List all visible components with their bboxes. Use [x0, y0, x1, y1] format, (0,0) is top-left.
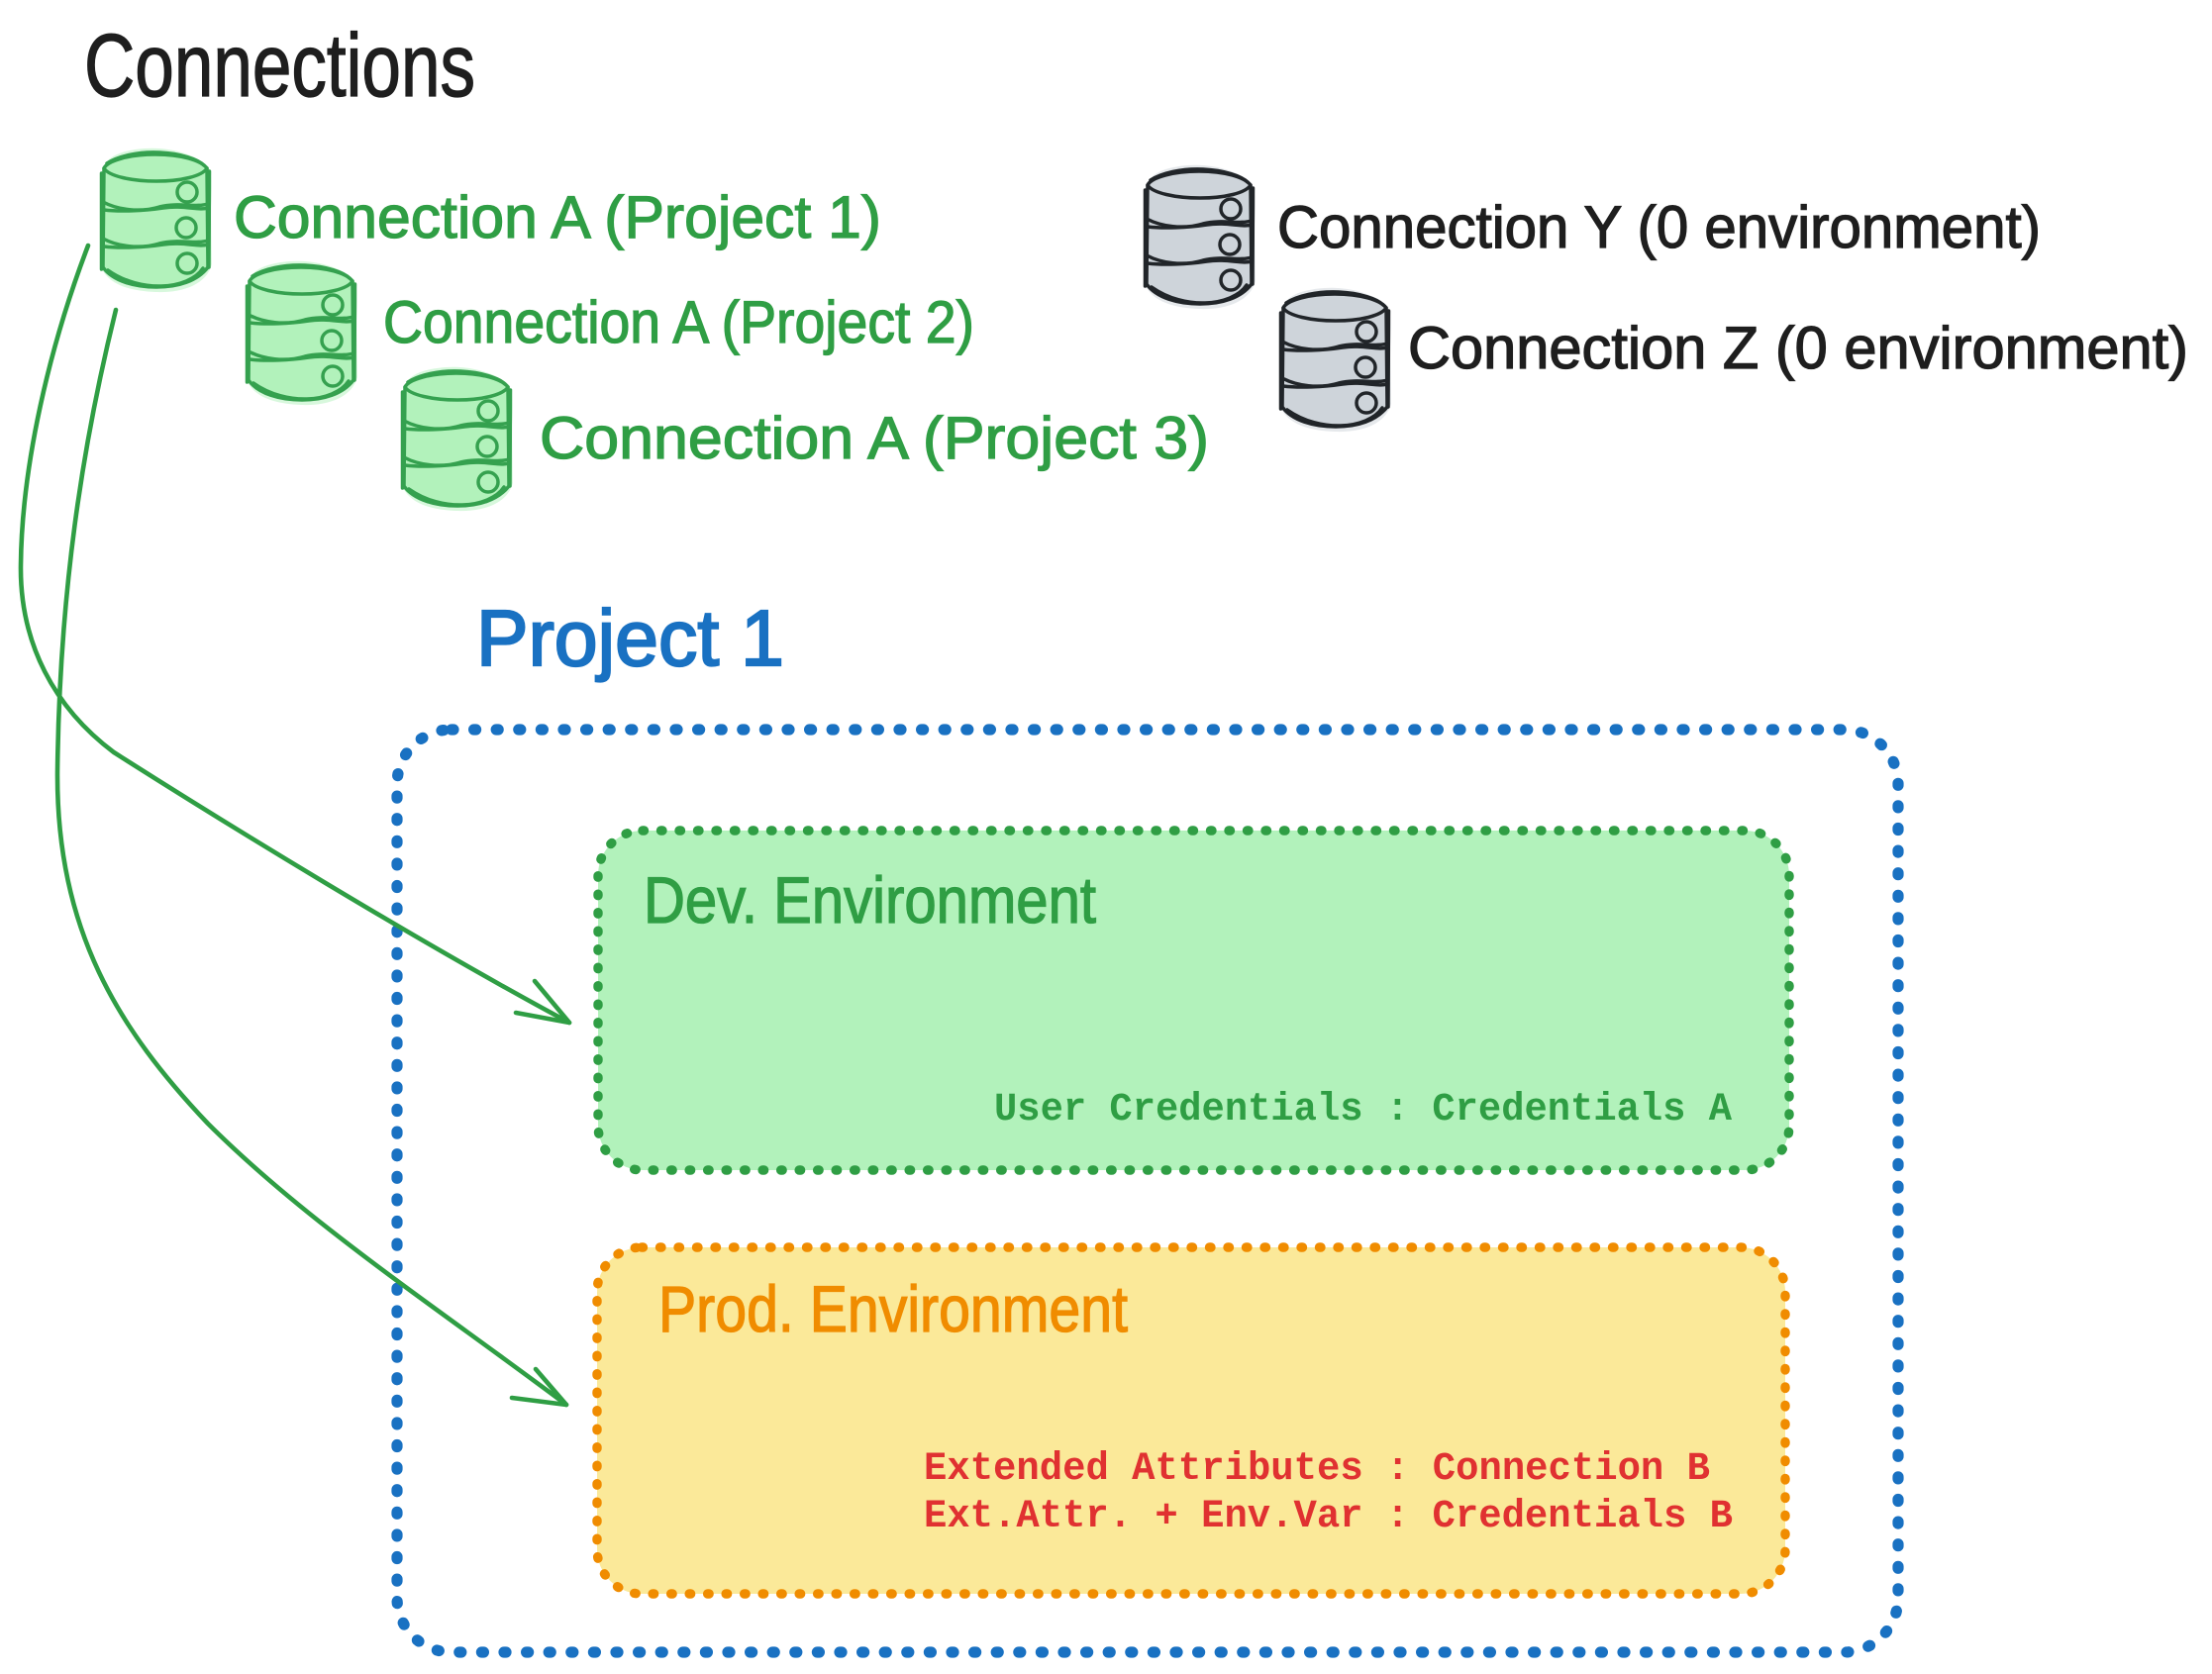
svg-text:Prod. Environment: Prod. Environment — [658, 1272, 1128, 1345]
svg-text:Connections: Connections — [84, 17, 475, 116]
svg-text:Extended Attributes : Connecti: Extended Attributes : Connection B — [924, 1447, 1710, 1492]
svg-text:Connection A (Project 3): Connection A (Project 3) — [540, 405, 1209, 471]
svg-text:Connection Z (0 environment): Connection Z (0 environment) — [1408, 315, 2188, 381]
svg-text:Project 1: Project 1 — [476, 594, 784, 682]
svg-text:Connection A (Project 1): Connection A (Project 1) — [234, 184, 881, 250]
svg-text:Connection Y (0 environment): Connection Y (0 environment) — [1277, 194, 2041, 260]
svg-text:Dev. Environment: Dev. Environment — [644, 863, 1096, 936]
svg-text:Connection A (Project 2): Connection A (Project 2) — [383, 289, 974, 355]
svg-text:User Credentials : Credentials: User Credentials : Credentials A — [994, 1088, 1732, 1132]
svg-text:Ext.Attr. + Env.Var : Credenti: Ext.Attr. + Env.Var : Credentials B — [924, 1495, 1733, 1539]
